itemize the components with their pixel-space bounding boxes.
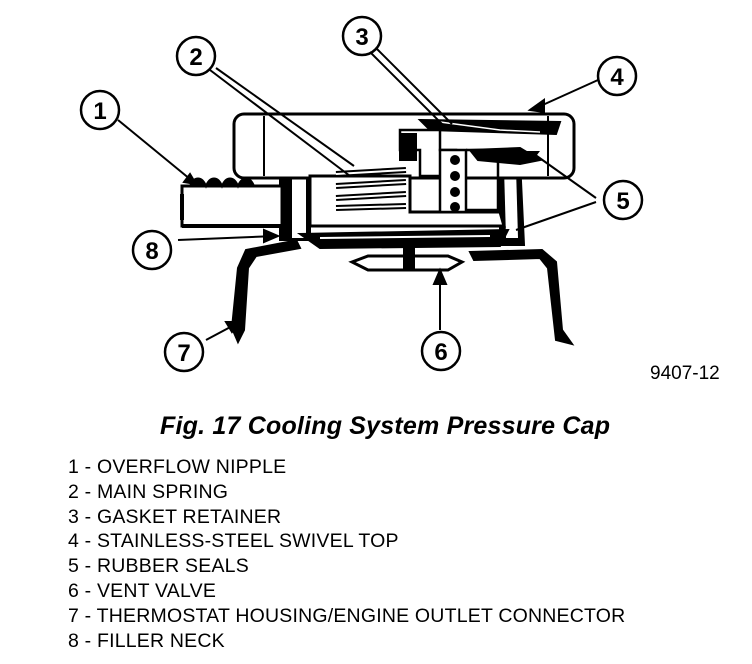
vent-valve xyxy=(348,243,466,272)
callout-circle-2 xyxy=(175,35,217,77)
callout-numbers: 1 2 3 4 5 6 7 8 xyxy=(93,24,629,367)
callout-number-3: 3 xyxy=(355,24,368,51)
callout-number-1: 1 xyxy=(93,98,106,125)
callout-number-8: 8 xyxy=(145,238,158,265)
legend-item: 8 - FILLER NECK xyxy=(68,629,225,652)
callout-circle-7 xyxy=(163,331,205,373)
callout-number-2: 2 xyxy=(189,44,202,71)
callout-circle-3 xyxy=(341,15,383,57)
housing-left-wall xyxy=(230,236,302,345)
callout-number-5: 5 xyxy=(616,188,629,215)
drawing-code: 9407-12 xyxy=(650,363,720,384)
main-spring xyxy=(335,167,407,211)
legend-item: 1 - OVERFLOW NIPPLE xyxy=(68,456,287,478)
legend-item: 6 - VENT VALVE xyxy=(68,579,217,602)
figure-caption: Fig. 17 Cooling System Pressure Cap xyxy=(160,412,611,440)
callout-circle-4 xyxy=(596,55,638,97)
legend-item: 5 - RUBBER SEALS xyxy=(68,555,249,578)
legend-item: 4 - STAINLESS-STEEL SWIVEL TOP xyxy=(68,530,399,553)
housing-right-wall xyxy=(468,248,575,346)
legend-item: 7 - THERMOSTAT HOUSING/ENGINE OUTLET CON… xyxy=(68,604,626,627)
rubber-seals xyxy=(296,146,543,250)
callout-circle-1 xyxy=(79,89,121,131)
callout-circle-8 xyxy=(131,229,173,271)
pressure-cap-diagram: 1 2 3 4 5 6 7 8 xyxy=(79,15,644,373)
filler-neck xyxy=(279,159,526,246)
callout-circle-6 xyxy=(420,330,462,372)
legend-item: 2 - MAIN SPRING xyxy=(68,480,229,503)
legend-item: 3 - GASKET RETAINER xyxy=(68,505,282,528)
callout-number-6: 6 xyxy=(434,339,447,366)
legend-list: 1 - OVERFLOW NIPPLE 2 - MAIN SPRING 3 - … xyxy=(68,455,625,653)
overflow-nipple xyxy=(180,177,284,228)
callout-number-7: 7 xyxy=(177,340,190,367)
leader-lines xyxy=(117,47,599,341)
callout-number-4: 4 xyxy=(610,64,624,91)
callout-circle-5 xyxy=(602,179,644,221)
callout-circles xyxy=(79,15,644,373)
